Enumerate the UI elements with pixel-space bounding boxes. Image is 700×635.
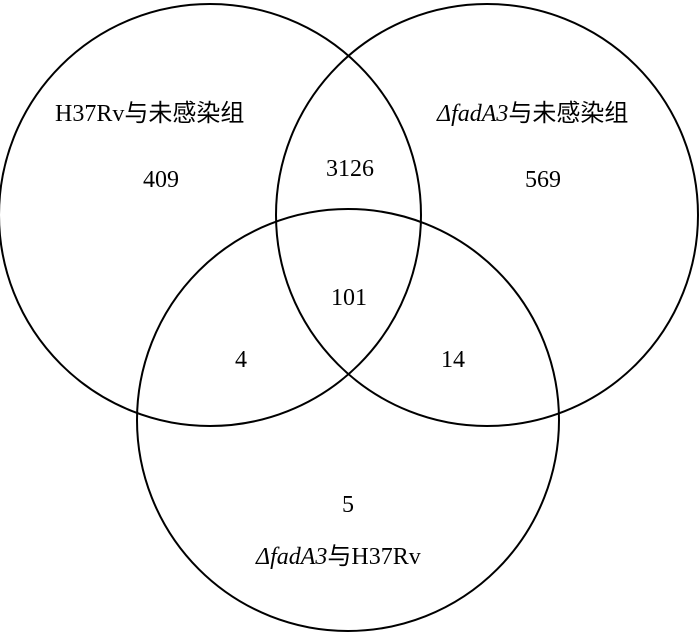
region-count-ac: 4	[235, 347, 247, 373]
region-count-bc: 14	[441, 347, 465, 373]
set-circle-a	[0, 3, 422, 427]
set-label-a-part-2: 与未感染组	[124, 100, 244, 127]
region-count-b-only: 569	[525, 167, 561, 193]
region-count-a-only: 409	[143, 167, 179, 193]
set-label-c: ΔfadA3与H37Rv	[255, 544, 421, 570]
set-label-b-part-2: 与未感染组	[508, 100, 628, 127]
set-label-b-part-1: ΔfadA3	[436, 101, 508, 127]
set-label-a: H37Rv与未感染组	[55, 100, 244, 127]
set-label-a-part-1: H37Rv	[55, 101, 124, 127]
set-label-c-part-2: 与H37Rv	[327, 544, 420, 570]
region-count-c-only: 5	[342, 492, 354, 518]
set-circle-b	[275, 3, 699, 427]
set-label-c-part-1: ΔfadA3	[255, 544, 327, 570]
region-count-ab: 3126	[326, 156, 374, 182]
region-count-abc: 101	[331, 285, 367, 311]
set-label-b: ΔfadA3与未感染组	[436, 100, 628, 127]
set-circle-c	[136, 208, 560, 632]
